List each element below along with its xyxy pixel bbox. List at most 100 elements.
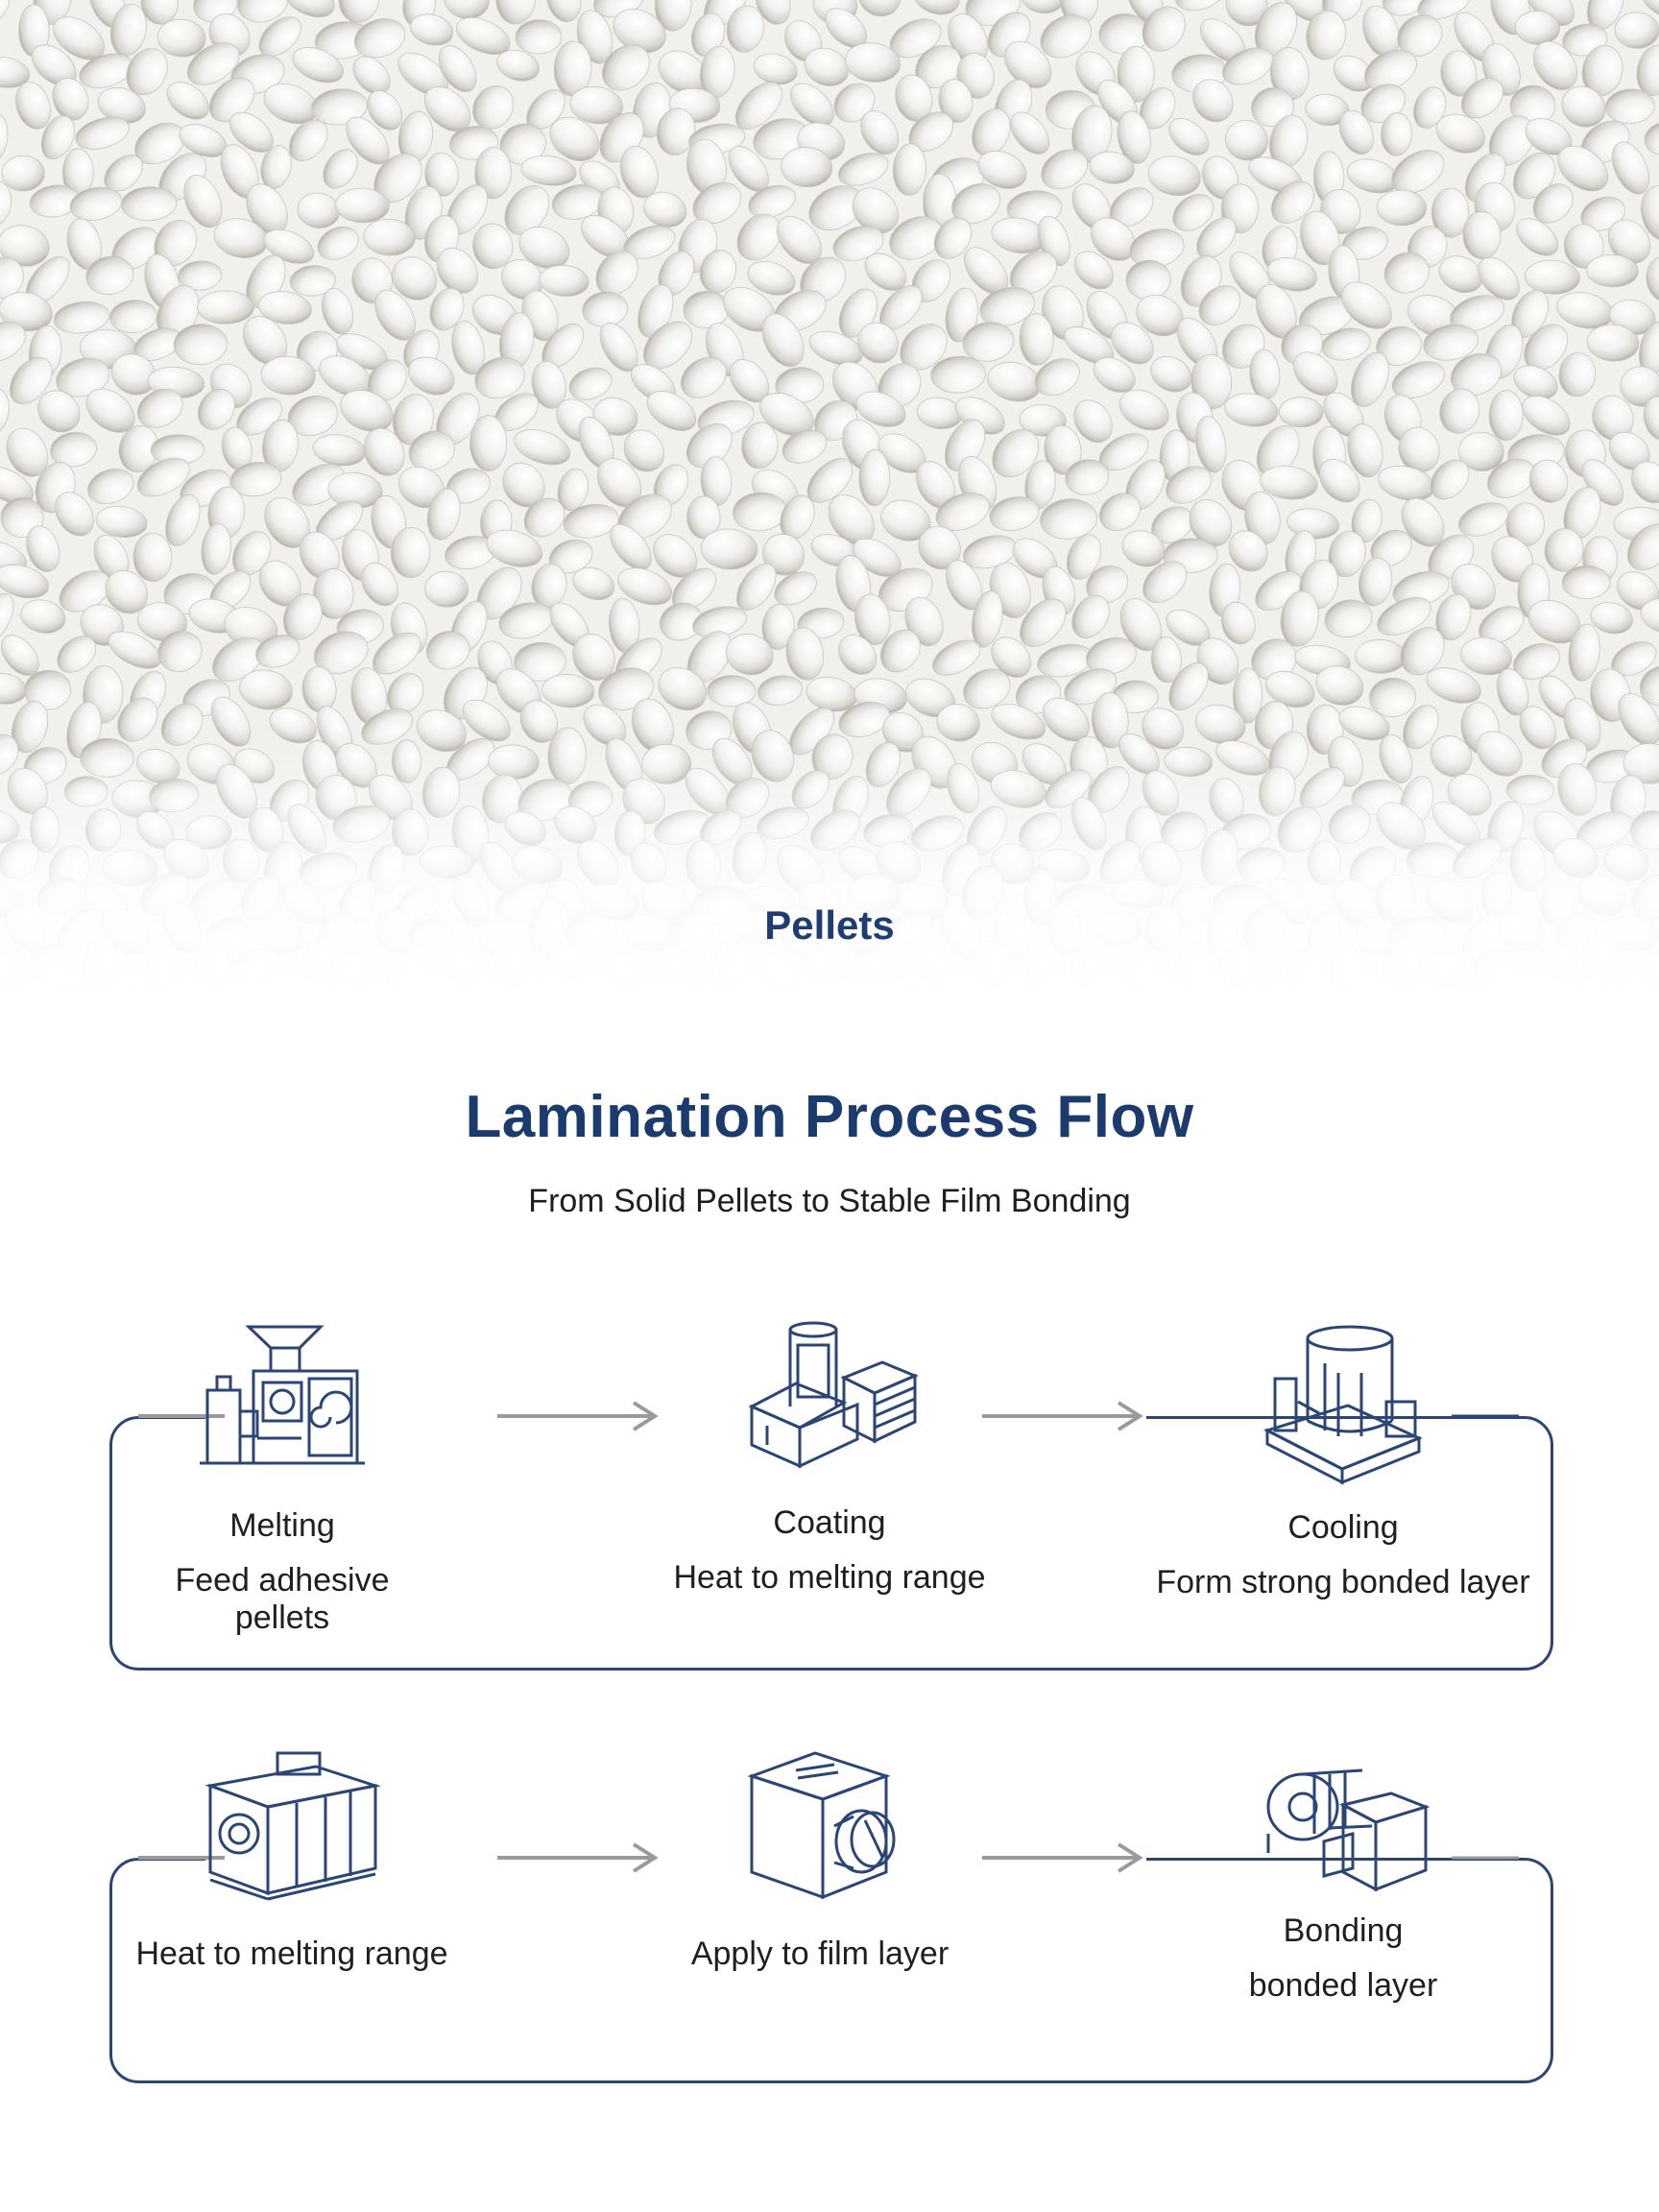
pellet (1561, 85, 1606, 128)
pellet (1532, 40, 1578, 90)
pellet (1142, 708, 1184, 750)
pellet (137, 602, 187, 642)
pellet (1040, 498, 1098, 540)
pellet (340, 390, 394, 432)
pellet (808, 330, 863, 366)
pellet (416, 709, 467, 753)
pellet (1065, 459, 1109, 495)
pellet (187, 42, 240, 85)
pellet (1117, 110, 1151, 164)
pellet (617, 567, 673, 606)
page-title: Lamination Process Flow (465, 1084, 1194, 1150)
pellet (104, 155, 143, 192)
pellet (734, 82, 782, 130)
pellet (1010, 111, 1050, 155)
pellet (911, 0, 960, 15)
arrow-right-icon (982, 1842, 1143, 1873)
pellet (201, 523, 231, 575)
pellet (761, 313, 805, 368)
pellet (95, 505, 148, 538)
pellet (1376, 189, 1427, 227)
pellet (518, 226, 570, 269)
pellet (1190, 353, 1233, 410)
pellet (1117, 45, 1155, 103)
pellet (6, 427, 49, 477)
pellet (1315, 665, 1364, 706)
pellet (1142, 6, 1186, 52)
pellet (1073, 251, 1114, 290)
connector-line (1452, 1414, 1519, 1418)
pellet (26, 525, 60, 572)
pellet (1639, 0, 1659, 19)
pellet (0, 387, 10, 436)
pellet (933, 217, 973, 259)
pellet (504, 185, 550, 235)
pellet (748, 184, 796, 218)
pellet (15, 82, 51, 130)
pellet (1435, 113, 1485, 154)
pellet (0, 57, 31, 88)
pellet (864, 252, 907, 291)
pellet (237, 0, 289, 23)
pellet (229, 462, 282, 497)
frame-gap (205, 1411, 1146, 1421)
pellet (845, 42, 901, 83)
pellet (1168, 661, 1209, 711)
pellet (1040, 14, 1093, 59)
pellet (1383, 252, 1430, 294)
pellet (117, 697, 158, 742)
pellet (1458, 502, 1509, 537)
pellet (210, 696, 252, 747)
pellet (619, 145, 659, 199)
pellet (1398, 426, 1440, 473)
pellet (335, 187, 390, 224)
pellet (514, 429, 571, 466)
pellet (935, 493, 990, 532)
pellet (1439, 388, 1480, 434)
connector-line (138, 1414, 225, 1418)
pellet (108, 631, 162, 669)
pellet (1086, 637, 1137, 675)
pellet (1640, 598, 1659, 635)
pellet (0, 0, 11, 27)
pellet (392, 256, 437, 301)
pellet (804, 47, 850, 86)
pellet (686, 495, 721, 540)
pellet (623, 429, 665, 472)
pellet (979, 286, 1035, 326)
melting-machine-icon (200, 1325, 365, 1465)
pellet (992, 429, 1040, 478)
pellet (832, 226, 884, 262)
pellet (1558, 352, 1597, 397)
pellet (857, 322, 899, 364)
pellet (1355, 638, 1407, 674)
pellet (438, 45, 477, 92)
pellet (1488, 390, 1524, 442)
pellet (1270, 180, 1314, 224)
pellet (156, 18, 206, 58)
pellet (263, 228, 315, 264)
pellet (747, 260, 796, 296)
pellet (1150, 355, 1192, 393)
pellet (1525, 259, 1580, 295)
pellet (1377, 597, 1431, 636)
pellet (0, 564, 49, 599)
pellet (495, 0, 537, 25)
pellets-image (0, 0, 1659, 998)
pellet (1147, 156, 1201, 196)
pellet (1400, 627, 1445, 676)
pellet (541, 674, 595, 709)
pellet (338, 0, 380, 23)
pellet (408, 430, 455, 471)
pellet (1034, 358, 1080, 397)
arrow-right-icon (982, 1401, 1143, 1431)
step-heating: Heat to melting range (129, 1747, 455, 1973)
pellet (408, 356, 455, 396)
pellet (0, 321, 26, 363)
pellet (1142, 561, 1188, 603)
pellet (1195, 704, 1246, 744)
pellet (972, 108, 1011, 156)
pellet (255, 634, 301, 668)
pellet (520, 156, 577, 186)
pellet (1641, 185, 1659, 241)
